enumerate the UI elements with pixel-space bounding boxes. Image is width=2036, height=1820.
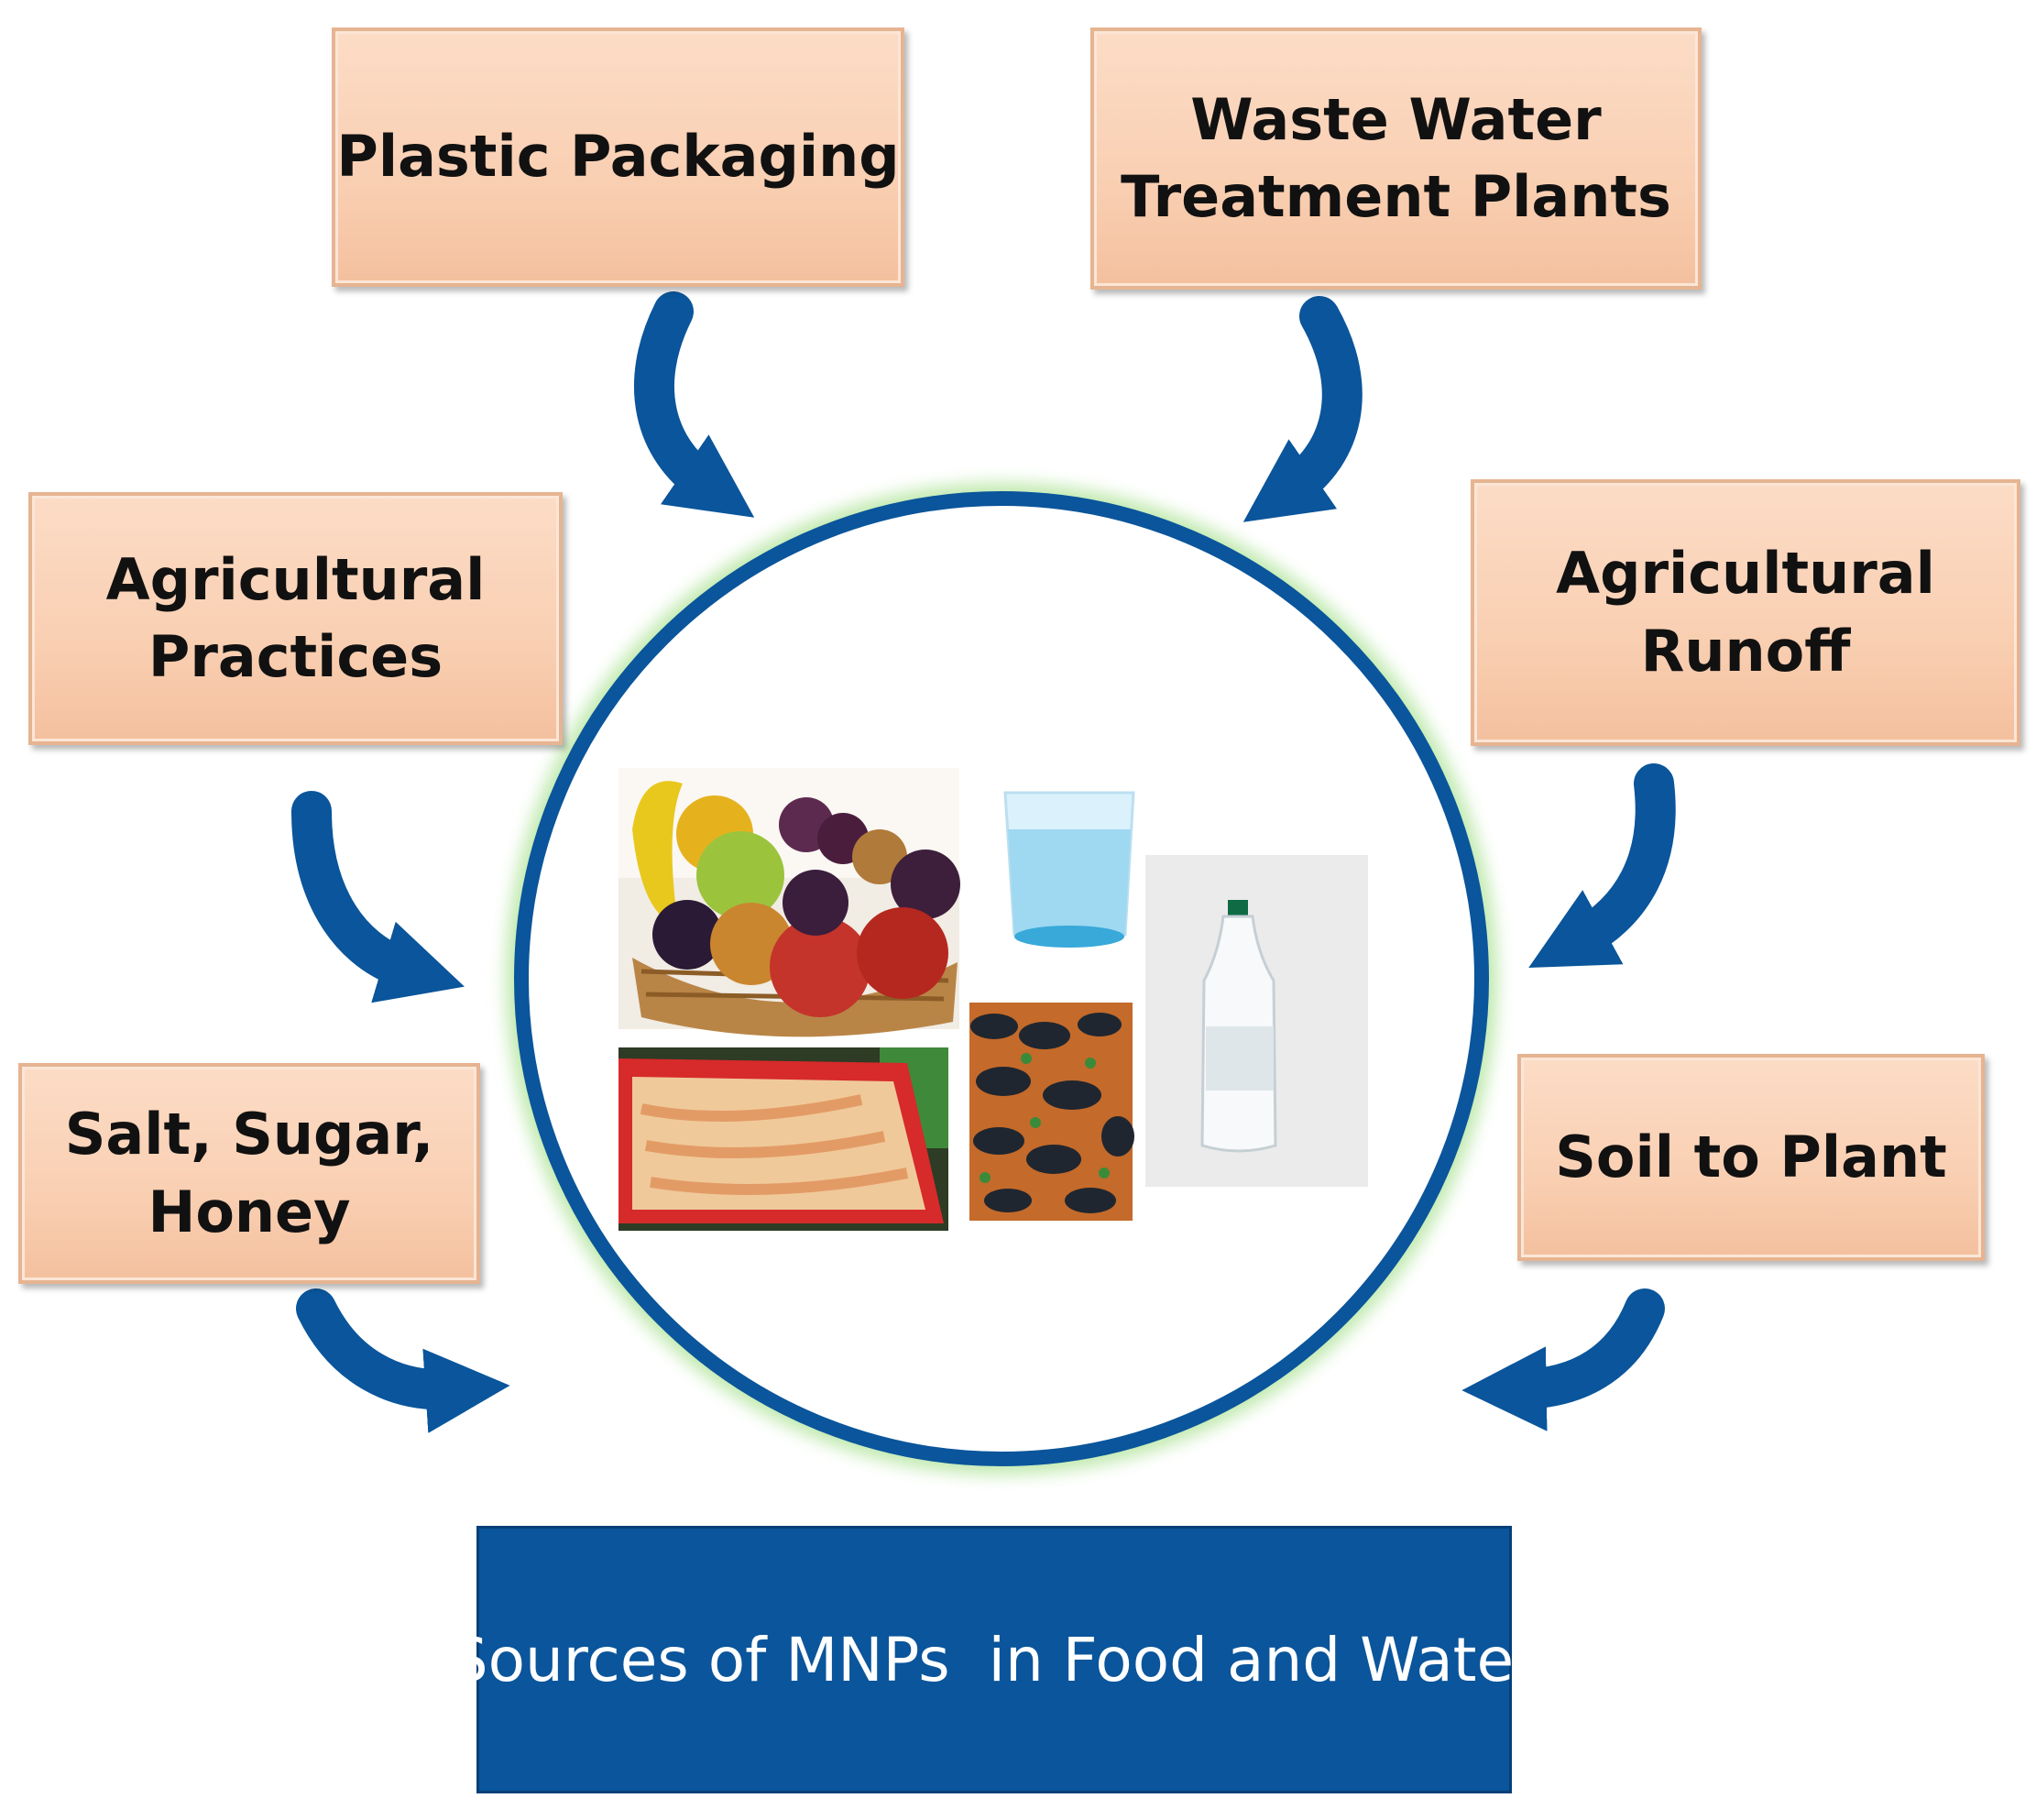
source-soil-to-plant: Soil to Plant — [1517, 1054, 1985, 1261]
source-salt-sugar-honey: Salt, Sugar, Honey — [18, 1063, 480, 1284]
arrow-waste-water — [1242, 296, 1363, 522]
source-plastic-packaging-label: Plastic Packaging — [336, 123, 900, 191]
arrow-soil-to-plant — [1461, 1288, 1665, 1431]
source-waste-water-treatment: Waste Water Treatment Plants — [1090, 27, 1702, 290]
source-salt-sugar-honey-label: Salt, Sugar, Honey — [64, 1101, 434, 1245]
source-agricultural-runoff: Agricultural Runoff — [1471, 479, 2020, 746]
source-waste-water-label: Waste Water Treatment Plants — [1121, 85, 1671, 230]
arrow-plastic-packaging — [634, 291, 755, 518]
arrow-agricultural-runoff — [1528, 763, 1676, 969]
center-title-box: Sources of MNPs in Food and Water — [450, 1526, 1538, 1793]
water-glass-image — [976, 784, 1173, 967]
source-plastic-packaging: Plastic Packaging — [332, 27, 904, 287]
arrow-salt-sugar-honey — [296, 1288, 510, 1433]
source-agricultural-practices: Agricultural Practices — [28, 492, 563, 745]
source-agricultural-practices-label: Agricultural Practices — [105, 545, 486, 690]
water-bottle-image — [1145, 855, 1368, 1187]
mussels-image — [969, 1003, 1134, 1221]
fruit-basket-image — [618, 768, 960, 1037]
shrimp-tray-image — [618, 1047, 948, 1231]
source-soil-to-plant-label: Soil to Plant — [1555, 1123, 1947, 1190]
source-agricultural-runoff-label: Agricultural Runoff — [1556, 540, 1935, 685]
center-title: Sources of MNPs in Food and Water — [449, 1624, 1539, 1695]
arrow-agricultural-practices — [291, 791, 465, 1003]
